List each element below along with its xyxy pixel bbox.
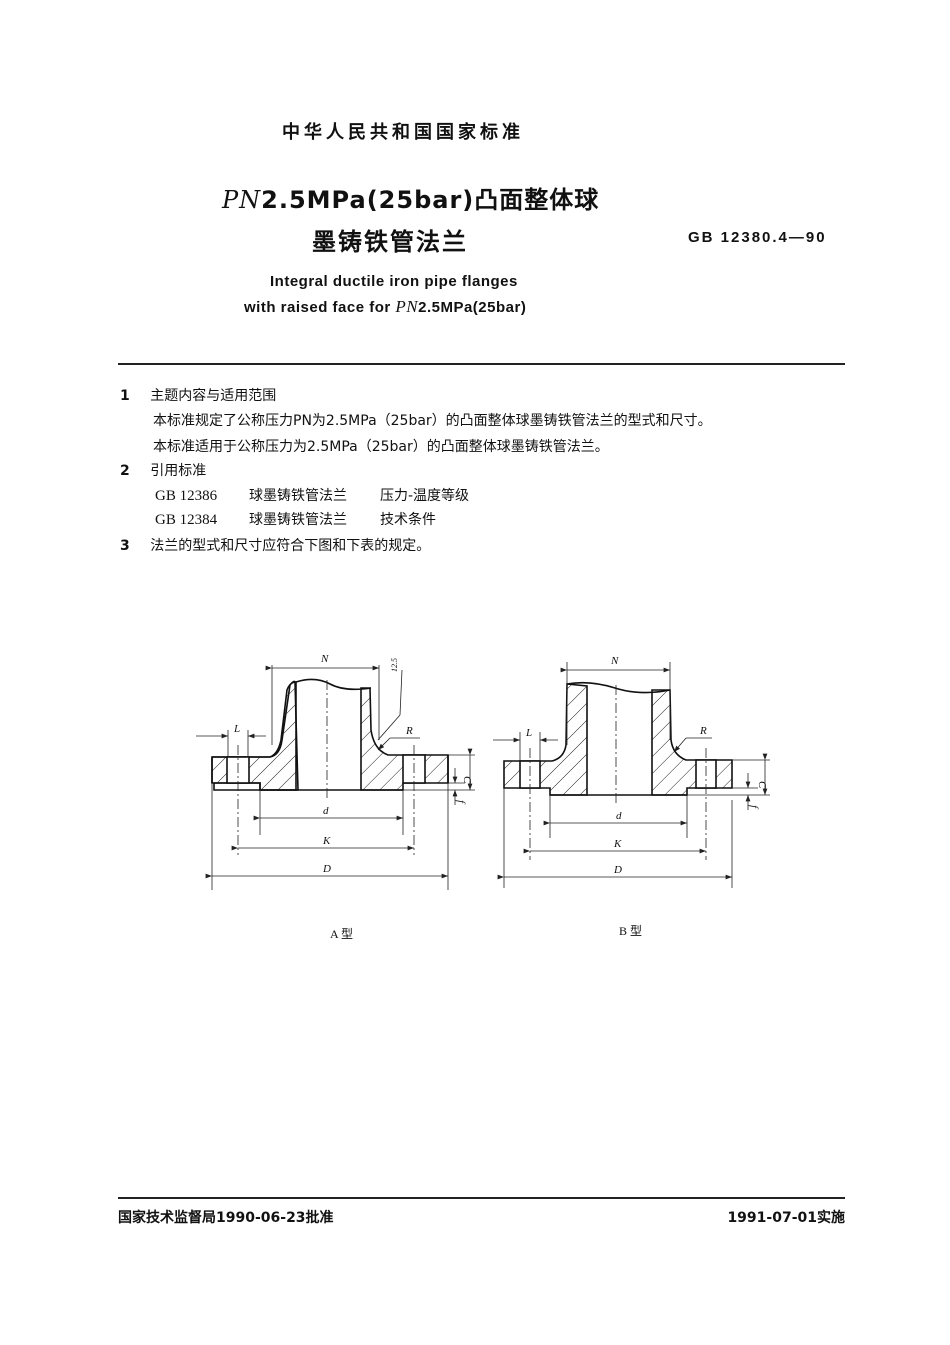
section-title: 法兰的型式和尺寸应符合下图和下表的规定。 <box>150 538 431 554</box>
reference-code: GB 12386 <box>155 488 218 504</box>
flange-diagram-type-a: N L R d K D C f 12.5 <box>196 653 475 890</box>
label-k: K <box>322 835 331 847</box>
section-number: 3 <box>120 538 130 554</box>
english-title-pn: PN <box>395 297 419 316</box>
label-l: L <box>525 727 532 739</box>
figure-b-caption: B 型 <box>619 924 643 938</box>
label-n: N <box>610 655 619 667</box>
figure-a-caption: A 型 <box>330 927 354 941</box>
label-d-small: d <box>323 805 329 817</box>
standard-code: GB 12380.4—90 <box>688 229 827 246</box>
reference-subject: 技术条件 <box>380 512 436 528</box>
title-line-2: 墨铸铁管法兰 <box>312 228 468 256</box>
reference-name: 球墨铸铁管法兰 <box>249 488 347 504</box>
label-d-small: d <box>616 810 622 822</box>
section-title: 主题内容与适用范围 <box>150 388 277 404</box>
label-d-large: D <box>322 863 331 875</box>
reference-code: GB 12384 <box>155 512 218 528</box>
label-c: C <box>461 776 473 784</box>
label-r: R <box>699 725 707 737</box>
section-1-paragraph-1: 本标准规定了公称压力PN为2.5MPa（25bar）的凸面整体球墨铸铁管法兰的型… <box>153 413 712 429</box>
label-l: L <box>233 723 240 735</box>
section-number: 1 <box>120 388 130 404</box>
english-title-rest: 2.5MPa(25bar) <box>418 299 527 316</box>
section-number: 2 <box>120 463 130 479</box>
top-divider <box>118 363 845 365</box>
title-line-1-rest: 2.5MPa(25bar)凸面整体球 <box>261 186 600 214</box>
label-f: f <box>455 800 467 805</box>
reference-name: 球墨铸铁管法兰 <box>249 512 347 528</box>
english-title-line-1: Integral ductile iron pipe flanges <box>270 273 518 290</box>
reference-subject: 压力-温度等级 <box>380 488 470 504</box>
reference-row: GB 12386 球墨铸铁管法兰 压力-温度等级 <box>155 485 469 505</box>
english-title-prefix: with raised face for <box>244 299 396 316</box>
title-line-1: PN2.5MPa(25bar)凸面整体球 <box>222 180 599 215</box>
section-title: 引用标准 <box>150 463 207 479</box>
title-pn: PN <box>222 186 262 214</box>
english-title-line-2: with raised face for PN2.5MPa(25bar) <box>244 297 526 317</box>
label-k: K <box>613 838 622 850</box>
section-3-heading: 3 法兰的型式和尺寸应符合下图和下表的规定。 <box>120 535 430 555</box>
bottom-divider <box>118 1197 845 1199</box>
label-c: C <box>756 781 768 789</box>
label-surface-roughness: 12.5 <box>390 658 399 672</box>
standard-type: 中华人民共和国国家标准 <box>282 122 524 143</box>
reference-row: GB 12384 球墨铸铁管法兰 技术条件 <box>155 509 436 529</box>
label-d-large: D <box>613 864 622 876</box>
label-n: N <box>320 653 329 665</box>
approval-date: 国家技术监督局1990-06-23批准 <box>118 1210 334 1226</box>
flange-diagram-type-b: N L R d K D C f <box>493 655 770 888</box>
section-1-heading: 1 主题内容与适用范围 <box>120 385 276 405</box>
implementation-date: 1991-07-01实施 <box>727 1210 845 1226</box>
section-2-heading: 2 引用标准 <box>120 460 206 480</box>
label-f: f <box>748 805 760 810</box>
section-1-paragraph-2: 本标准适用于公称压力为2.5MPa（25bar）的凸面整体球墨铸铁管法兰。 <box>153 439 609 455</box>
label-r: R <box>405 725 413 737</box>
